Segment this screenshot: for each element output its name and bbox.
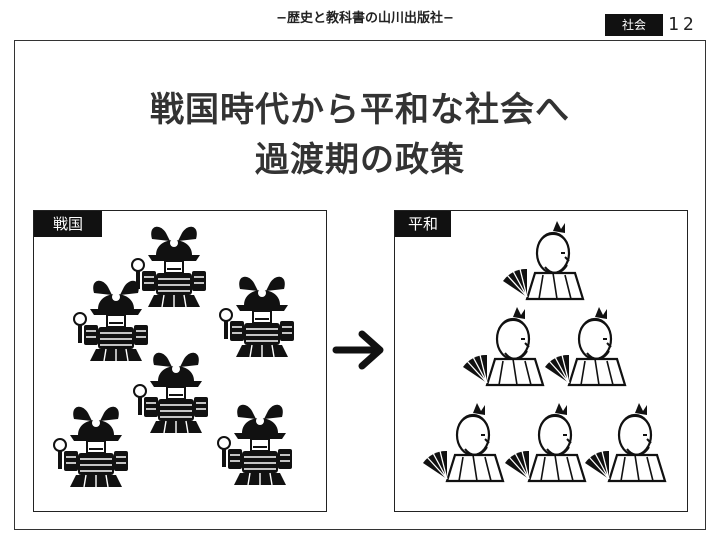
panel-label-warring-states: 戦国	[34, 211, 102, 237]
subject-badge: 社会	[605, 14, 663, 36]
armor-illustration	[53, 225, 295, 488]
panel-warring-states: 戦国	[33, 210, 327, 512]
page-number: 12	[668, 14, 698, 35]
samurai-fan-illustration	[421, 219, 667, 483]
slide-title-line1: 戦国時代から平和な社会へ	[150, 90, 570, 130]
panel-peace: 平和	[394, 210, 688, 512]
arrow-right-icon	[332, 330, 384, 370]
slide-title-line2: 過渡期の政策	[255, 140, 465, 180]
header-title: −歴史と教科書の山川出版社−	[276, 11, 454, 26]
slide-frame	[14, 40, 706, 530]
panel-label-peace: 平和	[395, 211, 451, 237]
